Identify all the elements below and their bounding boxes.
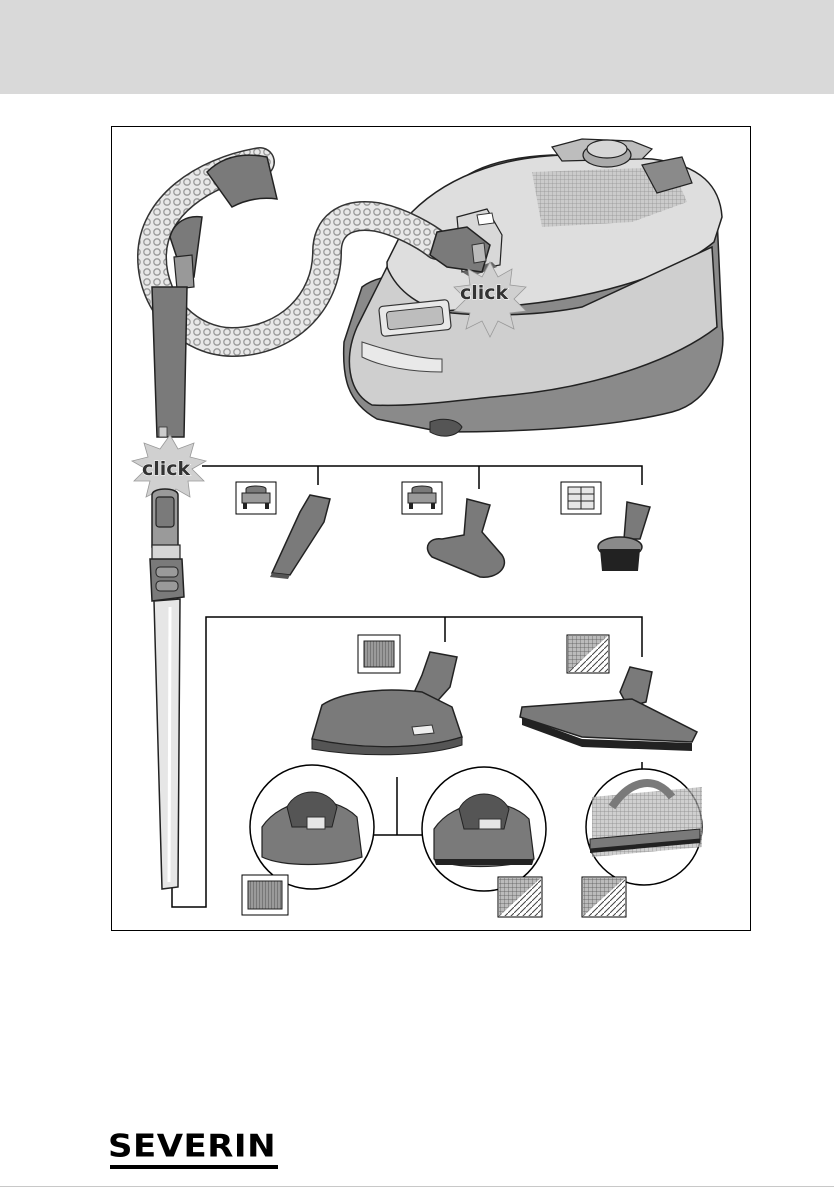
brand-underline <box>110 1165 278 1169</box>
carpet-icon <box>358 635 400 673</box>
parquet-nozzle <box>520 667 697 751</box>
click-label-left: click <box>142 458 191 480</box>
detail-parquet-use <box>586 769 702 885</box>
vacuum-body <box>344 139 723 436</box>
connector-lines <box>172 466 642 907</box>
brand-logo: SEVERIN <box>108 1128 276 1165</box>
hard-floor-icon <box>582 877 626 917</box>
hard-floor-icon <box>498 877 542 917</box>
dusting-brush <box>598 502 650 571</box>
assembly-figure: click click <box>111 126 751 931</box>
hard-floor-icon <box>567 635 609 673</box>
telescopic-tube <box>150 489 184 889</box>
carpet-icon <box>242 875 288 915</box>
header-band <box>0 0 834 94</box>
detail-carpet-setting <box>250 765 374 889</box>
dresser-icon <box>561 482 601 514</box>
crevice-tool <box>270 495 330 579</box>
detail-hard-floor-setting <box>422 767 546 891</box>
armchair-icon <box>236 482 276 514</box>
page-bottom-rule <box>0 1186 834 1187</box>
click-label-top: click <box>460 282 509 304</box>
armchair-icon <box>402 482 442 514</box>
